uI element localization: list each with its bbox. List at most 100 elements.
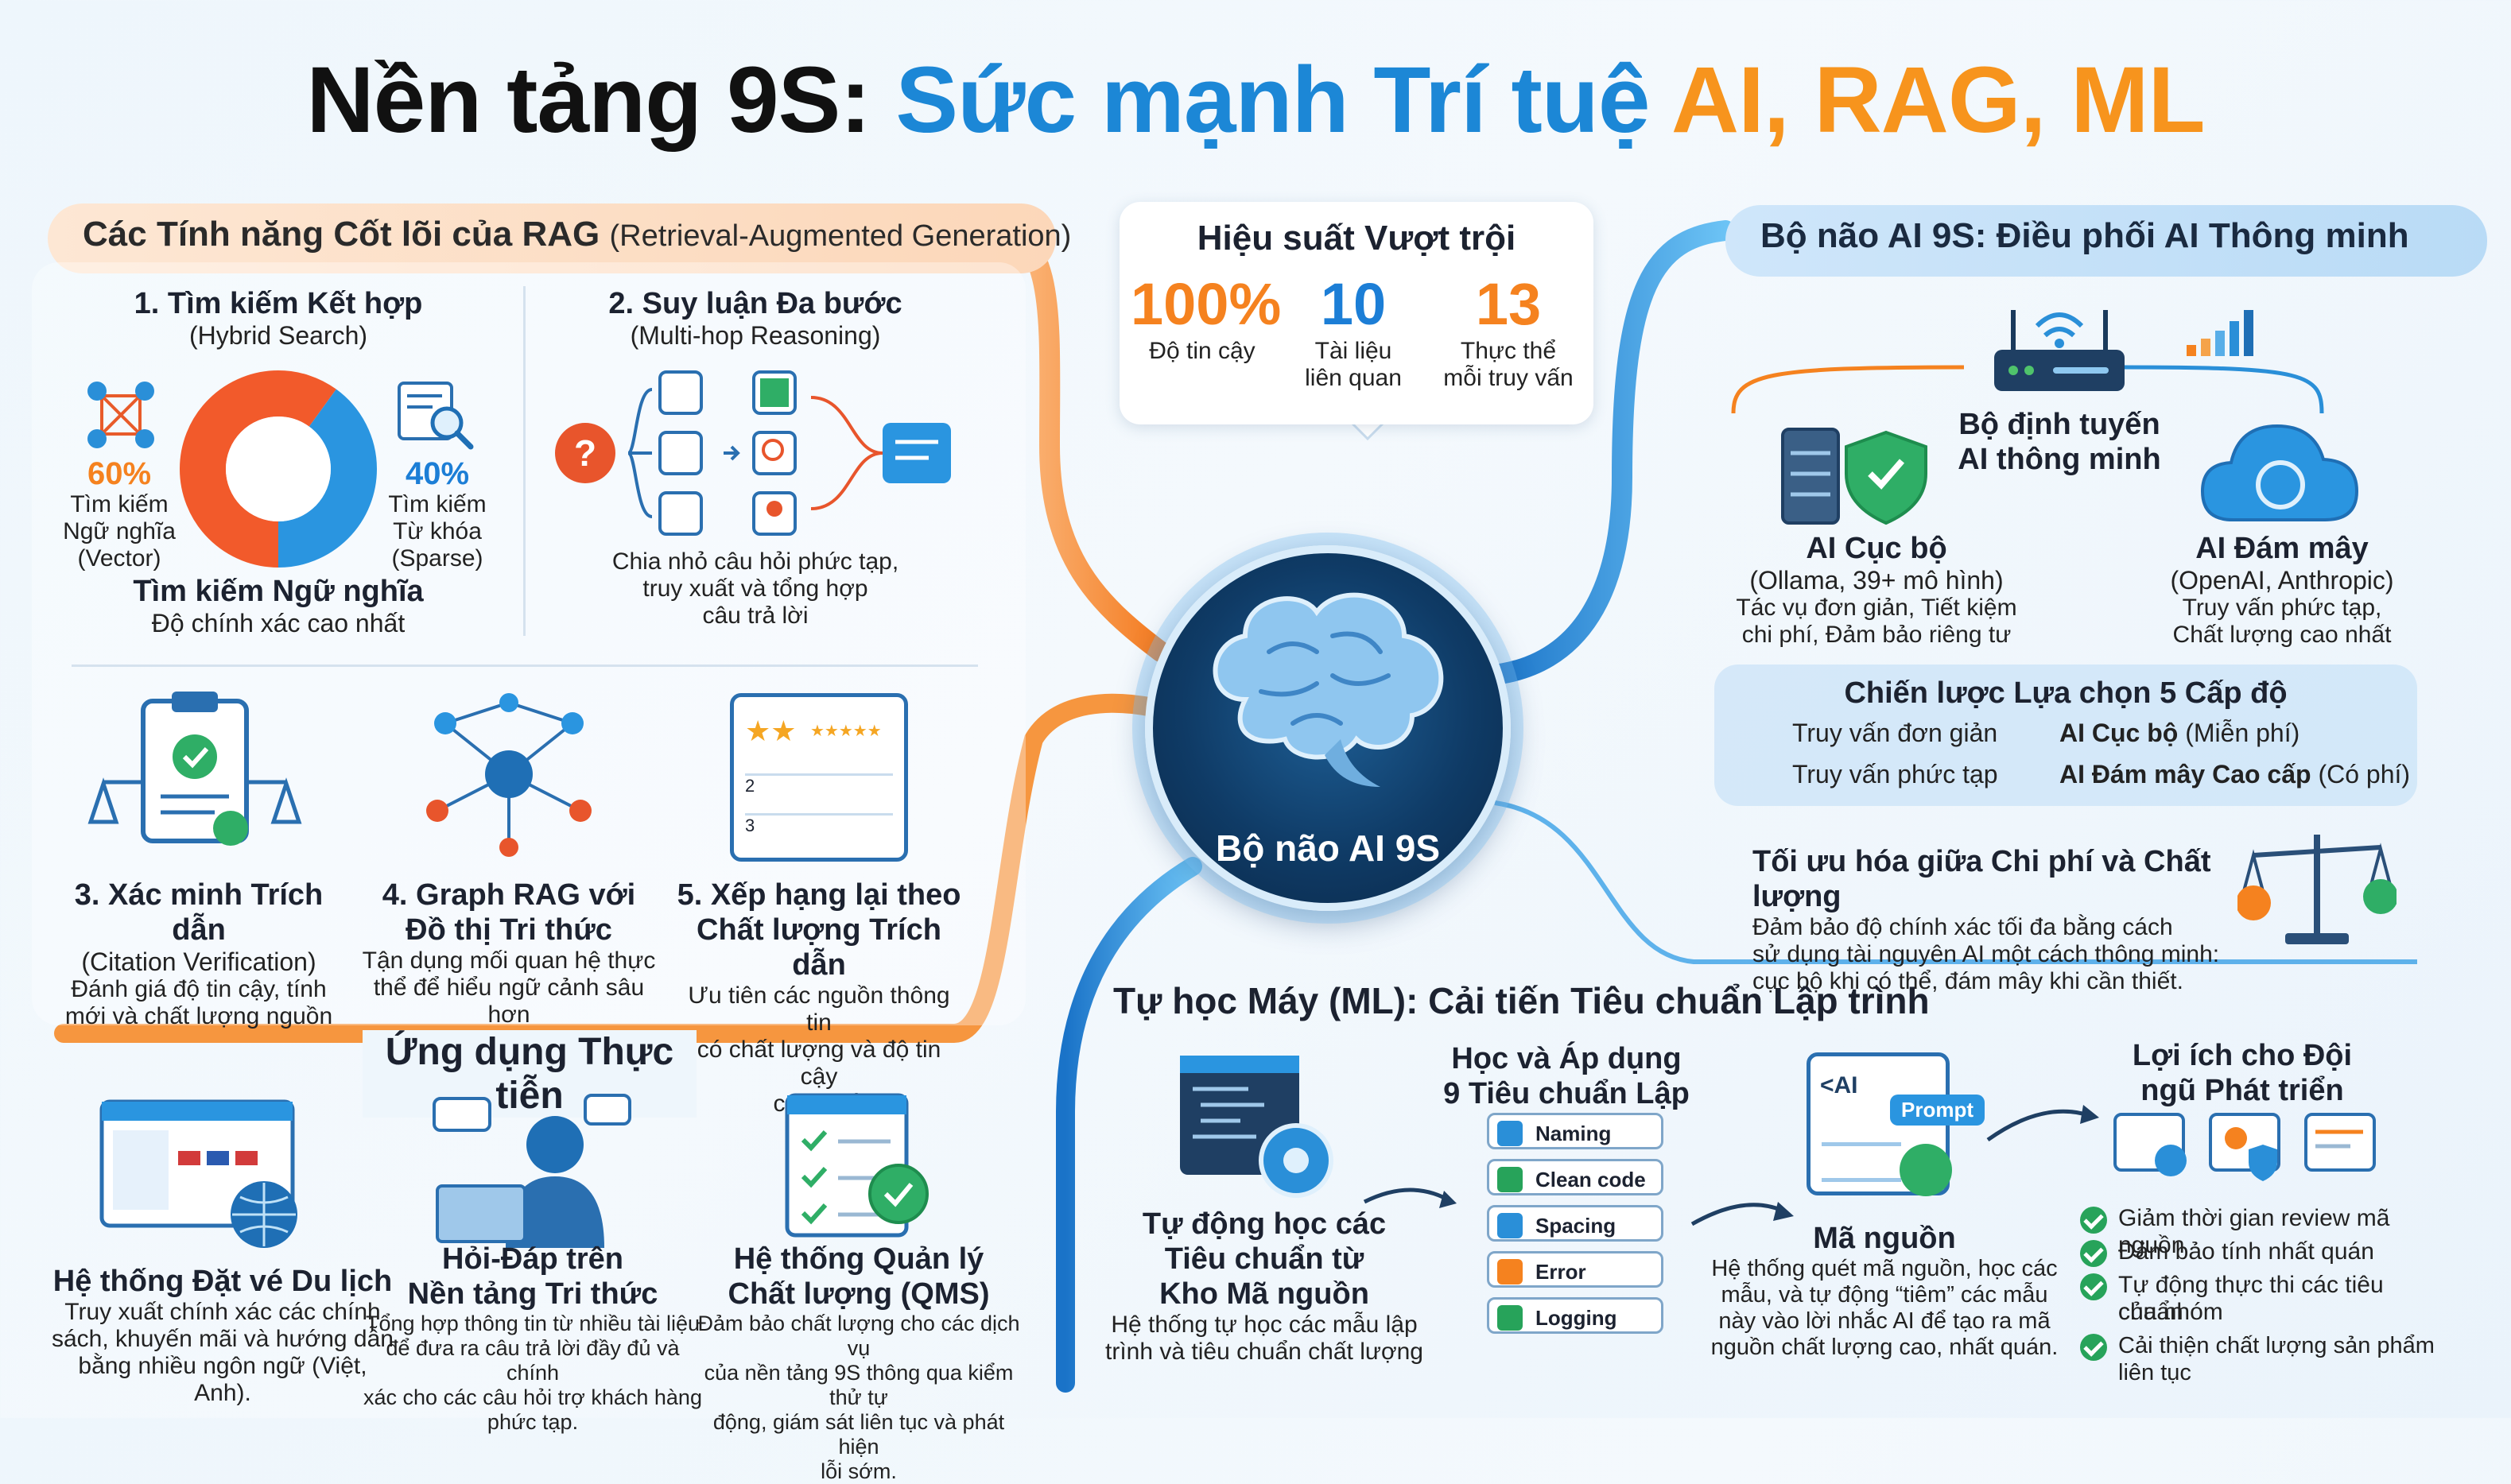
strategy-row-1-query: Truy vấn đơn giản — [1792, 719, 1998, 747]
hybrid-caption-text: Độ chính xác cao nhất — [151, 609, 406, 637]
rag-divider-horizontal — [72, 665, 978, 667]
stat-documents-label-2: liên quan — [1305, 365, 1402, 391]
optimize-desc-1: Đảm bảo độ chính xác tối đa bằng cách — [1752, 914, 2173, 940]
app-3-title-1: Hệ thống Quản lý — [733, 1242, 984, 1276]
router-label-2: AI thông minh — [1958, 443, 2161, 476]
prompt-badge: Prompt — [1890, 1095, 1985, 1126]
ml-step-2-title-1: Học và Áp dụng — [1451, 1042, 1682, 1075]
feature-citation: 3. Xác minh Trích dẫn (Citation Verifica… — [48, 878, 350, 1030]
feature-2-desc: Chia nhỏ câu hỏi phức tạp, truy xuất và … — [572, 548, 938, 630]
app-1-desc-1: Truy xuất chính xác các chính — [64, 1299, 381, 1325]
rerank-card-icon: ★★ ★★★★★ 2 3 — [730, 693, 908, 862]
balance-scale-icon — [2237, 835, 2397, 944]
ai-local-desc-1: Tác vụ đơn giản, Tiết kiệm — [1736, 595, 2017, 621]
standard-spacing-icon — [1497, 1213, 1523, 1238]
benefit-check-icon — [2080, 1334, 2107, 1361]
stat-reliability: 100% Độ tin cậy — [1131, 270, 1281, 365]
app-3-title-2: Chất lượng (QMS) — [728, 1277, 990, 1311]
router-icon — [1994, 310, 2125, 391]
stat-entities: 13 Thực thể mỗi truy vấn — [1433, 270, 1584, 392]
team-benefit-icons — [2113, 1113, 2376, 1181]
ml-step-1-desc-2: trình và tiêu chuẩn chất lượng — [1105, 1339, 1423, 1365]
feature-5-desc-1: Ưu tiên các nguồn thông tin — [688, 982, 950, 1036]
arrow-3 — [1986, 1105, 2099, 1142]
stat-entities-label-1: Thực thể — [1460, 338, 1557, 364]
ai-local: AI Cục bộ (Ollama, 39+ mô hình) Tác vụ đ… — [1702, 531, 2051, 649]
ai-local-sub: (Ollama, 39+ mô hình) — [1749, 566, 2004, 595]
feature-4-title-1: 4. Graph RAG với — [382, 878, 636, 912]
ml-step-4-title-2: ngũ Phát triển — [2140, 1074, 2344, 1107]
strategy-heading: Chiến lược Lựa chọn 5 Cấp độ — [1844, 676, 2288, 710]
rag-panel — [32, 262, 1026, 1025]
feature-4-title-2: Đồ thị Tri thức — [406, 913, 612, 947]
rag-heading: Các Tính năng Cốt lõi của RAG (Retrieval… — [48, 203, 1071, 273]
signal-bars-icon — [2187, 310, 2253, 356]
ml-step-3-desc-3: này vào lời nhắc AI để tạo ra mã — [1718, 1308, 2051, 1334]
app-knowledge-qa: Hỏi-Đáp trên Nền tảng Tri thức Tổng hợp … — [358, 1242, 708, 1435]
benefit-item-3-text-cont: của nhóm — [2118, 1299, 2223, 1325]
vector-label-2: Ngữ nghĩa — [63, 518, 176, 544]
app-3-desc-3: động, giám sát liên tục và phát hiện — [712, 1410, 1005, 1459]
router-label-1: Bộ định tuyến — [1958, 408, 2160, 441]
hybrid-caption: Tìm kiếm Ngữ nghĩa Độ chính xác cao nhất — [80, 574, 477, 637]
ml-heading: Tự học Máy (ML): Cải tiến Tiêu chuẩn Lập… — [1113, 980, 1930, 1021]
feature-multihop: 2. Suy luận Đa bước (Multi-hop Reasoning… — [557, 286, 954, 350]
keyword-stat: 40% Tìm kiếm Từ khóa (Sparse) — [374, 456, 501, 572]
benefit-item-3-text: Tự động thực thi các tiêu chuẩn — [2118, 1272, 2384, 1325]
vector-label-1: Tìm kiếm — [70, 491, 169, 517]
performance-heading: Hiệu suất Vượt trội — [1197, 219, 1516, 258]
strategy-row-2-target-bold: AI Đám mây Cao cấp — [2059, 760, 2311, 788]
standard-logging: Logging — [1487, 1297, 1663, 1334]
ml-step-3-title: Mã nguồn — [1813, 1222, 1956, 1255]
arrow-2 — [1690, 1202, 1794, 1226]
rerank-row-2: 2 — [745, 773, 893, 803]
brain-label: Bộ não AI 9S — [1216, 827, 1440, 869]
connector-lines — [54, 217, 2417, 1393]
feature-2-desc-1: Chia nhỏ câu hỏi phức tạp, — [611, 548, 899, 575]
feature-3-sub: (Citation Verification) — [81, 947, 316, 976]
app-2-desc-3: xác cho các câu hỏi trợ khách hàng — [363, 1385, 702, 1409]
ai-local-desc-2: chi phí, Đảm bảo riêng tư — [1741, 622, 2012, 648]
vector-pct: 60% — [87, 456, 152, 491]
performance-card: Hiệu suất Vượt trội 100% Độ tin cậy 10 T… — [1120, 202, 1593, 424]
feature-2-desc-2: truy xuất và tổng hợp — [642, 575, 868, 602]
feature-hybrid-search: 1. Tìm kiếm Kết hợp (Hybrid Search) — [80, 286, 477, 350]
standard-clean-code-label: Clean code — [1535, 1168, 1646, 1191]
ai-cloud-sub: (OpenAI, Anthropic) — [2170, 566, 2394, 595]
qms-checklist-icon — [785, 1093, 929, 1238]
feature-1-title: 1. Tìm kiếm Kết hợp — [134, 287, 423, 320]
ai-heading: Bộ não AI 9S: Điều phối AI Thông minh — [1725, 205, 2487, 277]
ml-step-1-title-3: Kho Mã nguồn — [1159, 1277, 1369, 1311]
feature-4-desc-1: Tận dụng mối quan hệ thực — [362, 947, 656, 974]
ai-cloud-desc-1: Truy vấn phức tạp, — [2182, 595, 2382, 621]
ml-step-1-title-2: Tiêu chuẩn từ — [1164, 1242, 1364, 1276]
standard-naming-label: Naming — [1535, 1122, 1612, 1145]
rag-divider-vertical — [523, 286, 526, 636]
standard-clean-code: Clean code — [1487, 1159, 1663, 1195]
benefits-list: Giảm thời gian review mã nguồn Đảm bảo t… — [2080, 1205, 2454, 1385]
benefit-check-icon — [2080, 1273, 2107, 1300]
apps-heading: Ứng dụng Thực tiễn — [363, 1030, 697, 1118]
rank-number-2: 2 — [745, 776, 755, 796]
standards-list: Naming Clean code Spacing Error handling… — [1479, 1113, 1678, 1351]
prompt-check-icon — [1900, 1144, 1952, 1196]
feature-2-sub: (Multi-hop Reasoning) — [630, 321, 881, 350]
keyword-label-2: Từ khóa — [393, 518, 482, 544]
ml-step-3-desc-4: nguồn chất lượng cao, nhất quán. — [1710, 1335, 2059, 1360]
app-2-title-1: Hỏi-Đáp trên — [442, 1242, 623, 1276]
brain-icon — [1213, 592, 1444, 787]
title-part1: Nền tảng 9S: — [306, 48, 871, 153]
standard-logging-label: Logging — [1535, 1306, 1617, 1330]
app-travel-booking: Hệ thống Đặt vé Du lịch Truy xuất chính … — [48, 1264, 398, 1407]
ai-prompt-icon: <AI Prompt — [1807, 1052, 1985, 1196]
ml-step-4-title-1: Lợi ích cho Đội — [2132, 1039, 2353, 1072]
benefit-item-4: Cải thiện chất lượng sản phẩm liên tục — [2080, 1332, 2454, 1385]
ml-step-3: Mã nguồn Hệ thống quét mã nguồn, học các… — [1710, 1221, 2059, 1361]
standard-spacing: Spacing — [1487, 1205, 1663, 1242]
rag-heading-text: Các Tính năng Cốt lõi của RAG — [83, 215, 600, 254]
app-2-title-2: Nền tảng Tri thức — [407, 1277, 658, 1311]
app-1-desc-2: sách, khuyến mãi và hướng dẫn — [51, 1326, 394, 1352]
app-3-desc-4: lỗi sớm. — [821, 1459, 897, 1483]
page-title: Nền tảng 9S: Sức mạnh Trí tuệ AI, RAG, M… — [0, 46, 2511, 154]
rerank-stars-small: ★★★★★ — [810, 723, 882, 740]
